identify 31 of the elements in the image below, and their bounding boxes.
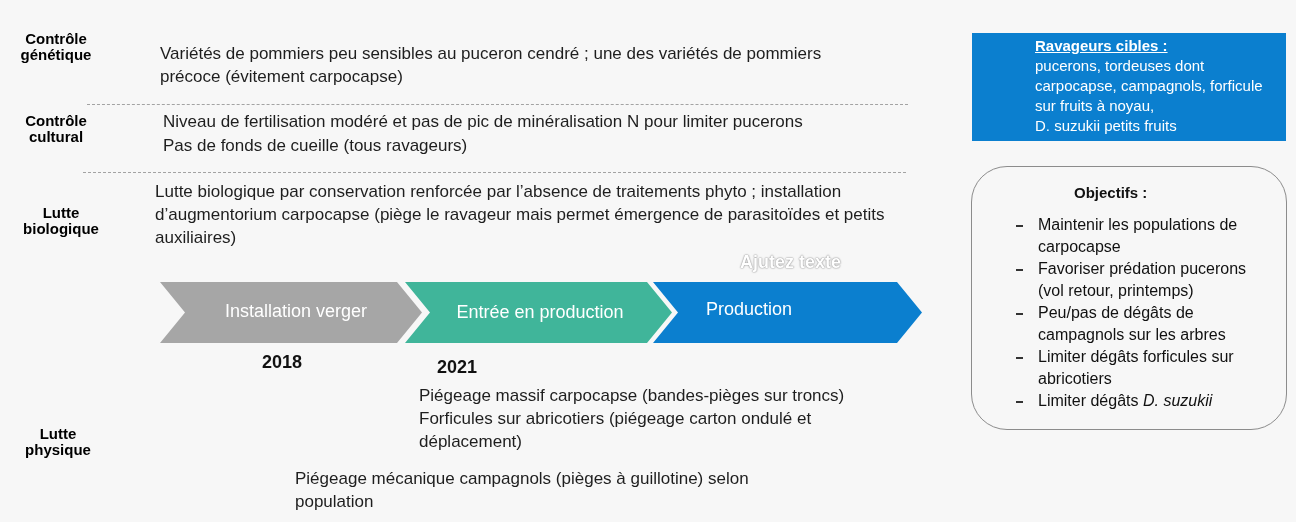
stage-label: Installation verger (224, 300, 368, 322)
list-item-text: Limiter dégâts D. suzukii (1038, 391, 1213, 411)
list-item-text: Maintenir les populations de carpocapse (1038, 215, 1239, 257)
description-text: Piégeage massif carpocapse (bandes-pièges sur troncs) (419, 385, 845, 407)
list-item-text: Limiter dégâts forficules sur abricotiers (1038, 347, 1235, 389)
description-text: Pas de fonds de cueille (tous ravageurs) (163, 135, 468, 157)
row-label: Contrôle génétique (19, 31, 93, 63)
row-label: Lutte biologique (22, 205, 100, 237)
box-text: pucerons, tordeuses dont carpocapse, campagnols, forficule sur fruits à noyau, (1035, 56, 1264, 116)
list-item-text: Peu/pas de dégâts de campagnols sur les arbres (1038, 303, 1227, 345)
list-item-text: Favoriser prédation pucerons (vol retour, printemps) (1038, 259, 1248, 301)
box-heading: Ravageurs cibles : (1035, 36, 1168, 56)
box-text: D. suzukii petits fruits (1035, 116, 1177, 136)
description-text: Lutte biologique par conservation renforcée par l’absence de traitements phyto ; installation d’augmentorium carpocapse (piège le ravageur mais permet émergence de parasitoïdes et petits auxiliaires) (155, 181, 886, 249)
info-box (972, 33, 1286, 141)
description-text: Variétés de pommiers peu sensibles au puceron cendré ; une des variétés de pommiers précoce (évitement carpocapse) (160, 43, 823, 88)
year-label: 2018 (262, 352, 303, 372)
stage-label: Entrée en production (456, 301, 624, 323)
description-text: Niveau de fertilisation modéré et pas de pic de minéralisation N pour limiter pucerons (163, 111, 803, 133)
placeholder-text: Ajutez texte (740, 252, 842, 272)
description-text: Piégeage mécanique campagnols (pièges à guillotine) selon population (295, 468, 750, 513)
year-label: 2021 (437, 357, 478, 377)
timeline-stage (160, 282, 422, 343)
description-text: Forficules sur abricotiers (piégeage carton ondulé et déplacement) (419, 408, 813, 453)
row-label: Contrôle cultural (24, 113, 88, 145)
timeline-stage (405, 282, 672, 343)
stage-label: Production (705, 298, 793, 320)
box-heading: Objectifs : (1074, 184, 1148, 202)
row-label: Lutte physique (24, 426, 92, 458)
timeline-stage (653, 282, 922, 343)
rounded-box (971, 166, 1287, 430)
